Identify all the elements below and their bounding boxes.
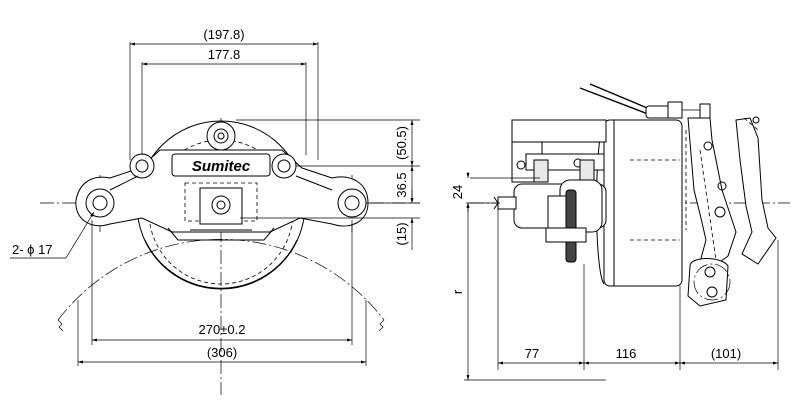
left-pivot xyxy=(129,153,155,179)
dim-101: (101) xyxy=(711,346,741,361)
dim-197-8: (197.8) xyxy=(203,27,244,42)
dim-77: 77 xyxy=(525,346,539,361)
dim-116: 116 xyxy=(616,346,637,361)
center-bolt xyxy=(211,195,231,215)
center-block xyxy=(199,187,243,225)
brand-plate xyxy=(171,153,271,177)
side-view: 24 r 77 116 (101) xyxy=(450,83,790,381)
dim-270: 270±0.2 xyxy=(199,322,246,337)
dim-50-5: (50.5) xyxy=(394,126,409,160)
dim-15: (15) xyxy=(394,222,409,245)
brake-disc xyxy=(565,189,577,263)
right-pivot xyxy=(271,153,297,179)
brand-label: Sumitec xyxy=(192,158,251,175)
dim-36-5: 36.5 xyxy=(394,172,409,197)
dim-306: (306) xyxy=(207,345,237,360)
release-lever xyxy=(687,117,737,269)
drum-arc xyxy=(57,238,385,321)
upper-frame xyxy=(511,119,607,143)
left-mount-hole xyxy=(85,188,115,218)
dim-r: r xyxy=(450,289,465,294)
hole-callout: 2- ϕ 17 xyxy=(12,242,53,257)
dim-24: 24 xyxy=(450,185,465,199)
front-view: Sumitec (197.8) 177.8 (50.5) 36.5 (15) xyxy=(10,27,420,395)
drum-body xyxy=(603,119,683,287)
dim-177-8: 177.8 xyxy=(208,47,241,62)
top-pivot xyxy=(206,121,236,151)
